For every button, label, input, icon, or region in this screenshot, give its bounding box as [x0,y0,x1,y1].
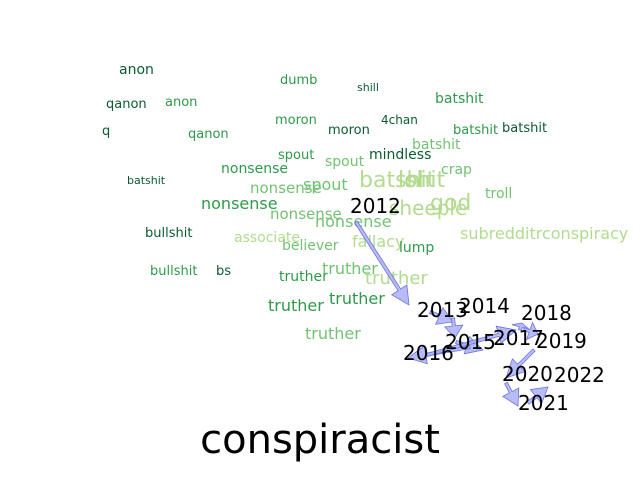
word-label: subredditrconspiracy [460,224,628,243]
word-label: nonsense [270,205,342,223]
word-label: spout [278,148,314,163]
word-label: crap [441,162,472,178]
word-label: nonsense [221,161,288,177]
year-arrow [426,325,517,357]
word-label: batshit [435,91,484,107]
word-label: god [430,191,471,216]
word-label: truther [329,289,385,308]
word-label: batshit [412,137,461,153]
word-label: truther [365,268,428,289]
year-label: 2021 [518,391,569,415]
word-label: sheeple [389,196,467,220]
year-label: 2022 [554,363,605,387]
year-arrow [505,348,536,379]
word-label: bullshit [150,264,197,279]
year-label: 2014 [459,294,510,318]
word-label: fallacy [352,232,404,251]
year-arrow [522,321,539,341]
word-label: nonsense [201,194,278,213]
year-label: 2013 [417,298,468,322]
word-label: believer [282,238,339,254]
word-label: shill [357,81,379,94]
word-label: mindless [369,147,431,163]
year-label: 2018 [521,301,572,325]
word-label: anon [165,95,197,110]
word-label: bs [216,264,231,279]
year-arrow [511,322,530,331]
word-label: troll [485,186,512,202]
word-label: dumb [280,73,317,88]
word-cloud: anon qanon anon q qanon dumb shill batshit moron… [102,62,628,343]
diagram-title: conspiracist [200,417,440,463]
year-arrow [354,220,410,306]
year-label: 2017 [493,326,544,350]
word-label: batshit [359,168,436,193]
word-label: truther [305,324,361,343]
word-label: lump [399,240,434,256]
word-label: truther [322,259,378,278]
word-label: q [102,124,110,139]
word-label: qanon [188,127,229,142]
word-label: spout [303,175,348,194]
word-label: nonsense [315,212,392,231]
year-label: 2012 [350,194,401,218]
year-arrow [502,381,520,407]
year-trajectory [354,220,549,407]
word-label: spout [325,154,365,170]
word-label: anon [119,62,154,78]
word-label: lol [398,168,424,193]
word-label: truther [268,296,324,315]
year-arrow [407,344,471,365]
year-label: 2015 [445,330,496,354]
year-label: 2016 [403,341,454,365]
word-label: truther [279,269,328,285]
word-label: qanon [106,97,147,112]
year-labels: 2012201320142015201620172018201920202021… [350,194,605,415]
word-label: shit [405,168,446,193]
word-label: bullshit [145,226,192,241]
year-arrow [428,306,454,325]
year-label: 2020 [502,362,553,386]
year-arrow [526,386,549,405]
word-label: batshit [127,174,166,187]
word-label: batshit [502,121,547,136]
word-label: associate [234,230,300,246]
word-label: moron [328,123,370,138]
year-label: 2019 [536,329,587,353]
word-label: batshit [453,123,498,138]
word-label: 4chan [381,113,418,127]
year-arrow [443,317,464,339]
word-label: nonsense [250,179,322,197]
word-label: moron [275,113,317,128]
